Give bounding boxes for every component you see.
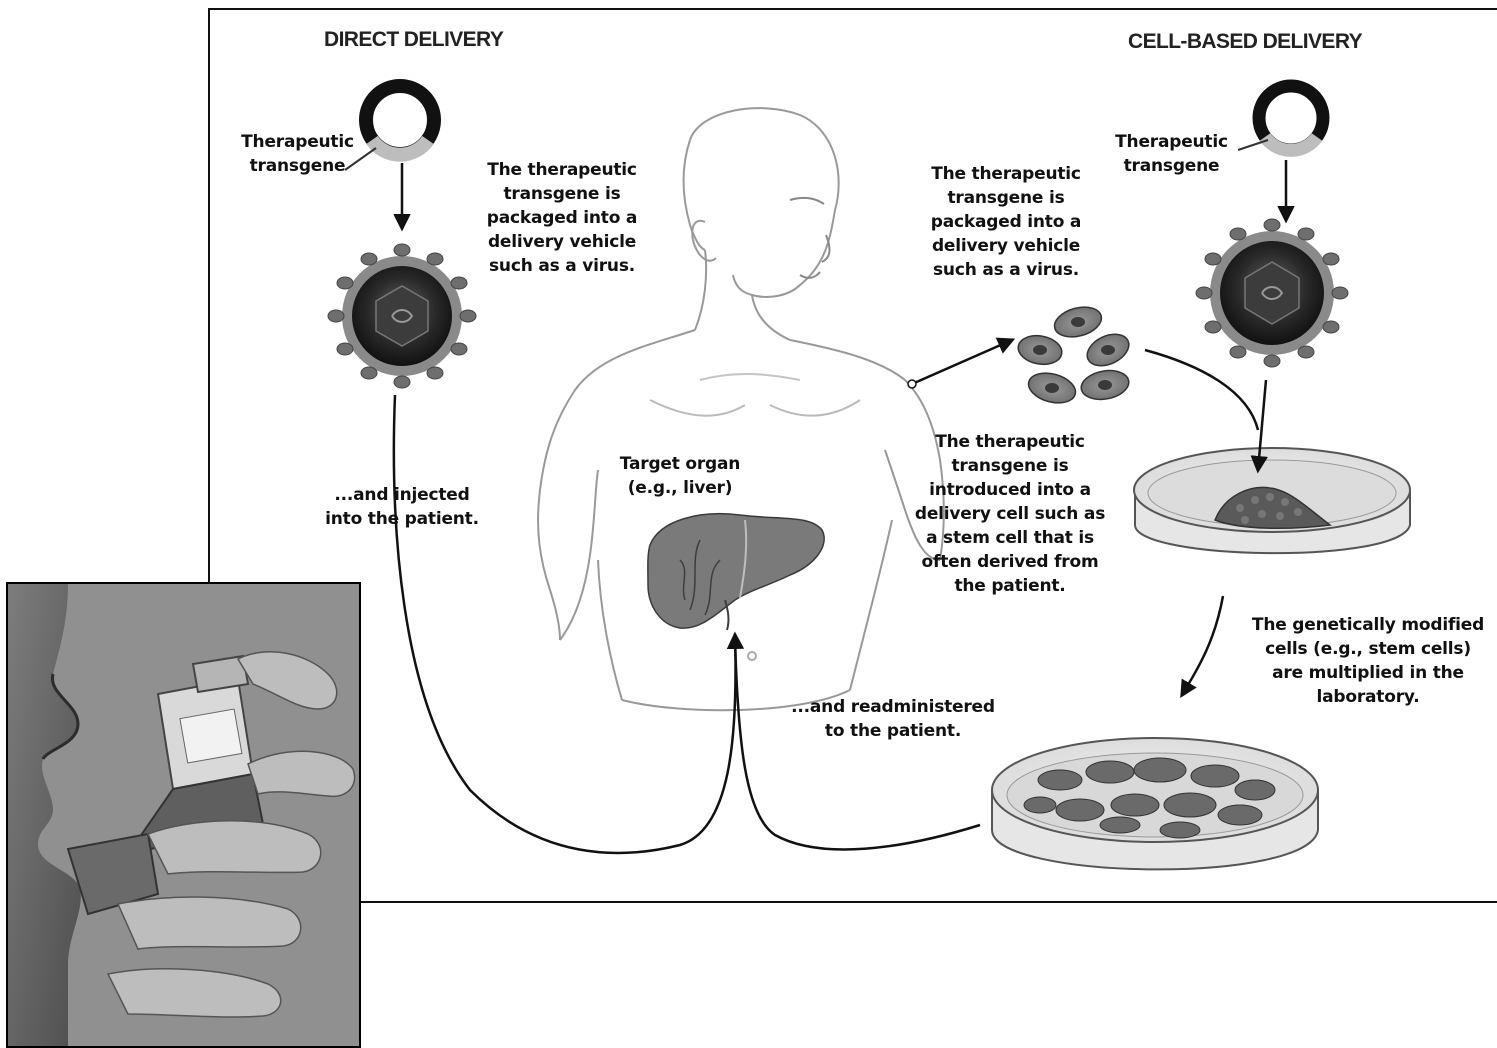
cell-collection-point: [908, 380, 916, 388]
label-introduced: The therapeutic transgene is introduced …: [892, 430, 1128, 598]
cell-based-delivery-header: CELL-BASED DELIVERY: [1128, 30, 1362, 54]
inhaler-photo-illustration: [8, 584, 359, 1046]
label-packaged-right: The therapeutic transgene is packaged in…: [906, 162, 1106, 282]
label-packaged-left: The therapeutic transgene is packaged in…: [462, 158, 662, 278]
direct-delivery-header: DIRECT DELIVERY: [324, 28, 503, 52]
label-target-organ: Target organ (e.g., liver): [600, 452, 760, 500]
petri-dish-upper: [1134, 448, 1410, 553]
label-readministered: ...and readministered to the patient.: [768, 695, 1018, 743]
label-multiplied: The genetically modified cells (e.g., st…: [1228, 613, 1497, 709]
label-transgene-left: Therapeutic transgene: [230, 130, 365, 178]
label-injected: ...and injected into the patient.: [312, 483, 492, 531]
petri-dish-lower: [992, 738, 1318, 869]
inhaler-photo: [6, 582, 361, 1048]
label-transgene-right: Therapeutic transgene: [1104, 130, 1239, 178]
